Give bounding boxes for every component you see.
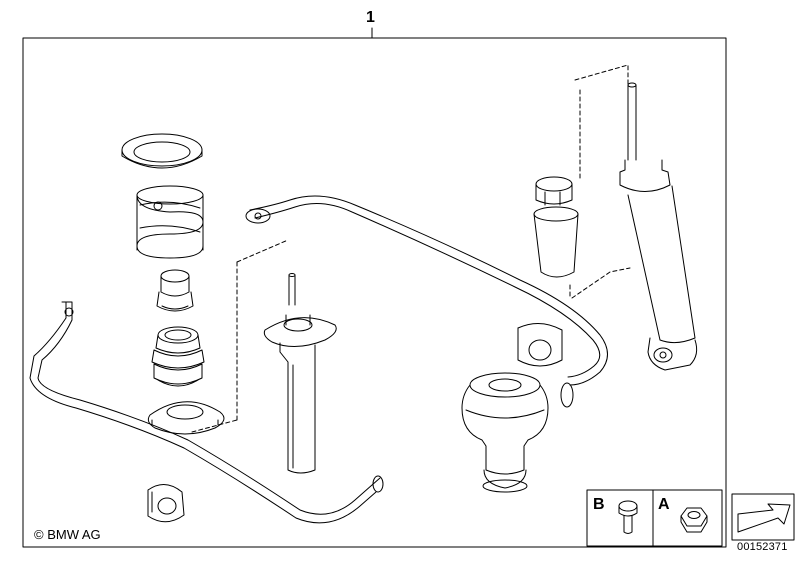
kit-callout-number: 1: [366, 9, 375, 26]
front-leader-line: [191, 239, 289, 433]
coil-spring-icon: [136, 185, 204, 259]
legend-label-a: A: [658, 496, 670, 513]
kit-frame: [22, 37, 727, 548]
stabilizer-bushing-icon: [147, 484, 185, 523]
rear-bushing-icon: [517, 323, 563, 367]
copyright-notice: © BMW AG: [34, 527, 101, 542]
spring-pad-icon: [147, 401, 225, 435]
direction-arrow-icon: [731, 493, 795, 541]
rear-shock-absorber-icon: [619, 82, 698, 371]
rear-stabilizer-bar-icon: [245, 195, 608, 408]
front-stabilizer-bar-icon: [29, 301, 384, 524]
air-spring-icon: [461, 372, 549, 493]
spring-seat-icon: [121, 133, 203, 169]
front-strut-icon: [263, 273, 337, 474]
legend-box: [586, 489, 723, 547]
rear-leader-line: [569, 64, 631, 299]
legend-label-b: B: [593, 496, 605, 513]
bump-stop-icon: [156, 269, 194, 312]
rear-bump-stop-icon: [533, 176, 579, 278]
nut-icon: [680, 507, 708, 533]
dust-boot-icon: [151, 326, 205, 387]
diagram-number: 00152371: [737, 541, 788, 553]
bolt-icon: [618, 500, 638, 534]
